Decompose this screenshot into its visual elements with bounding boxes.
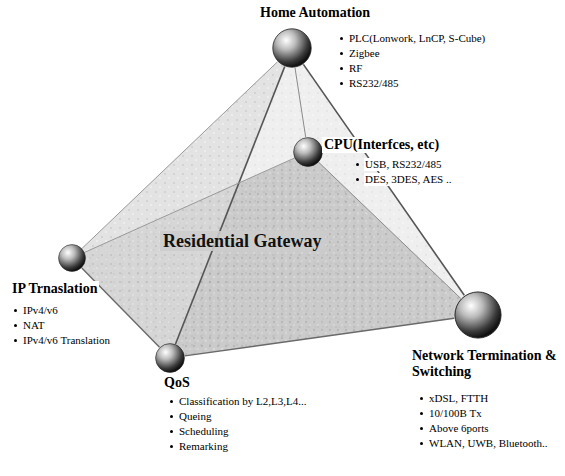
bullet-list: USB, RS232/485DES, 3DES, AES .. (356, 158, 546, 188)
bullet-row: xDSL, FTTH (420, 392, 555, 405)
bullet-dot (420, 442, 423, 445)
bullet-list: IPv4/v6NAT IPv4/v6 Translation (14, 304, 164, 349)
bullet-row: Zigbee (340, 47, 540, 60)
center-label: Residential Gateway (160, 231, 324, 251)
node-heading: Network Termination & Switching (410, 348, 564, 380)
bullet-row: Scheduling (170, 425, 370, 438)
gateway-sphere: CPU(Interfces, etc)USB, RS232/485DES, 3D… (293, 137, 323, 167)
bullet-dot (170, 400, 173, 403)
bullet-text: Scheduling (178, 425, 230, 438)
bullet-dot (14, 309, 17, 312)
sphere-circle (294, 138, 323, 167)
bullet-row: 10/100B Tx (420, 407, 555, 420)
bullet-text: IPv4/v6 (22, 304, 59, 317)
bullet-dot (420, 427, 423, 430)
node-heading: IP Trnaslation (10, 281, 99, 297)
bullet-row: IPv4/v6 (14, 304, 164, 317)
gateway-sphere: QoSClassification by L2,L3,L4...QueingSc… (155, 343, 185, 373)
bullet-text: 10/100B Tx (428, 407, 483, 420)
bullet-dot (356, 178, 359, 181)
bullet-list: PLC(Lonwork, LnCP, S-Cube) ZigbeeRF RS232/… (340, 32, 540, 92)
bullet-row: IPv4/v6 Translation (14, 334, 164, 347)
node-heading: CPU(Interfces, etc) (322, 137, 441, 153)
sphere-circle (455, 292, 501, 338)
sphere-shape (155, 343, 185, 373)
pyramid-edge (176, 67, 285, 344)
bullet-list: Classification by L2,L3,L4... QueingSched… (170, 395, 370, 455)
bullet-row: Queing (170, 410, 370, 423)
bullet-text: Zigbee (348, 47, 381, 60)
bullet-text: xDSL, FTTH (428, 392, 489, 405)
sphere-shape (454, 291, 502, 339)
sphere-circle (59, 245, 86, 272)
pyramid-edge (295, 68, 306, 137)
bullet-row: USB, RS232/485 (356, 158, 546, 171)
bullet-text: NAT (22, 319, 45, 332)
bullet-text: USB, RS232/485 (364, 158, 442, 171)
bullet-dot (340, 82, 343, 85)
bullet-dot (170, 445, 173, 448)
sphere-shape (58, 244, 86, 272)
sphere-circle (273, 29, 311, 67)
bullet-dot (340, 52, 343, 55)
node-heading: QoS (162, 375, 192, 391)
sphere-circle (156, 344, 185, 373)
bullet-dot (340, 67, 343, 70)
bullet-text: Queing (178, 410, 212, 423)
bullet-text: Classification by L2,L3,L4... (178, 395, 307, 408)
pyramid-edge (82, 62, 277, 249)
sphere-shape (293, 137, 323, 167)
bullet-dot (356, 163, 359, 166)
bullet-list: xDSL, FTTH 10/100B Tx Above 6portsWLAN, UW… (420, 392, 555, 452)
bullet-text: Remarking (178, 440, 229, 453)
bullet-text: RS232/485 (348, 77, 400, 90)
node-heading: Home Automation (258, 5, 372, 21)
bullet-row: WLAN, UWB, Bluetooth.. (420, 437, 555, 450)
bullet-text: DES, 3DES, AES .. (364, 173, 453, 186)
bullet-text: PLC(Lonwork, LnCP, S-Cube) (348, 32, 486, 45)
sphere-shape (272, 28, 312, 68)
bullet-dot (14, 324, 17, 327)
bullet-text: Above 6ports (428, 422, 490, 435)
bullet-dot (170, 415, 173, 418)
bullet-text: RF (348, 62, 363, 75)
gateway-sphere: Home AutomationPLC(Lonwork, LnCP, S-Cube… (272, 28, 312, 68)
bullet-text: WLAN, UWB, Bluetooth.. (428, 437, 549, 450)
bullet-row: RS232/485 (340, 77, 540, 90)
bullet-dot (14, 339, 17, 342)
gateway-sphere: IP TrnaslationIPv4/v6NATIPv4/v6 Translat… (58, 244, 86, 272)
bullet-row: Classification by L2,L3,L4... (170, 395, 370, 408)
pyramid-edge (319, 162, 461, 298)
bullet-row: Remarking (170, 440, 370, 453)
bullet-text: IPv4/v6 Translation (22, 334, 111, 347)
bullet-row: PLC(Lonwork, LnCP, S-Cube) (340, 32, 540, 45)
bullet-row: NAT (14, 319, 164, 332)
gateway-sphere: Network Termination & SwitchingxDSL, FTT… (454, 291, 502, 339)
bullet-row: Above 6ports (420, 422, 555, 435)
bullet-dot (170, 430, 173, 433)
bullet-dot (420, 397, 423, 400)
bullet-row: RF (340, 62, 540, 75)
bullet-dot (420, 412, 423, 415)
pyramid-edge (303, 64, 464, 295)
bullet-dot (340, 37, 343, 40)
front-face (170, 48, 478, 358)
bullet-row: DES, 3DES, AES .. (356, 173, 546, 186)
